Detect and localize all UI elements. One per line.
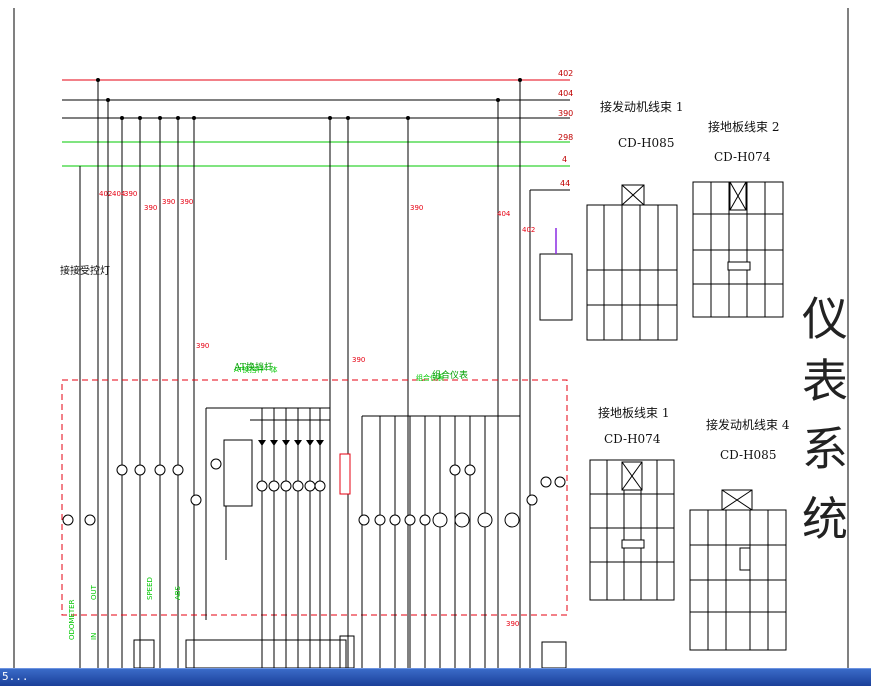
bus-label-404: 404 — [558, 89, 573, 98]
vertical-title-char-4: 统 — [802, 492, 848, 546]
svg-text:390: 390 — [180, 198, 193, 206]
connector-code-1: CD-H085 — [618, 136, 675, 150]
svg-text:组合仪表: 组合仪表 — [416, 373, 444, 382]
bus-label-402: 402 — [558, 69, 573, 78]
connector-code-4: CD-H085 — [720, 448, 777, 462]
bus-label-44: 44 — [560, 179, 570, 188]
wiring-diagram: 402 404 390 298 4 44 — [13, 8, 849, 668]
bus-label-4: 4 — [562, 155, 567, 164]
svg-text:390: 390 — [196, 342, 209, 350]
instrument-cluster-box — [61, 379, 568, 616]
svg-text:390: 390 — [410, 204, 423, 212]
svg-text:390: 390 — [124, 190, 137, 198]
svg-text:402: 402 — [99, 190, 112, 198]
svg-text:IN: IN — [90, 633, 98, 640]
svg-text:402: 402 — [522, 226, 535, 234]
svg-text:390: 390 — [352, 356, 365, 364]
bus-label-390: 390 — [558, 109, 573, 118]
bus-lines — [62, 79, 570, 191]
box-label-at: AT换挡杆 — [234, 363, 274, 373]
svg-text:404: 404 — [112, 190, 126, 198]
vertical-title-char-2: 表 — [802, 354, 848, 408]
box-label-right: 组合仪表 — [432, 371, 469, 381]
connector-title-1: 接发动机线束 1 — [600, 100, 684, 114]
svg-text:ABS: ABS — [174, 586, 182, 600]
connector-code-2: CD-H074 — [714, 150, 771, 164]
taskbar-text: 5... — [2, 670, 29, 683]
connector-title-4: 接发动机线束 4 — [706, 418, 790, 432]
svg-text:390: 390 — [144, 204, 157, 212]
bus-label-298: 298 — [558, 133, 573, 142]
left-note: 接接受控灯 — [60, 266, 110, 277]
svg-text:390: 390 — [162, 198, 175, 206]
svg-text:SPEED: SPEED — [146, 577, 154, 600]
svg-text:404: 404 — [497, 210, 511, 218]
connector-title-3: 接地板线束 1 — [598, 406, 670, 420]
svg-text:390: 390 — [506, 620, 519, 628]
svg-text:AT换挡杆一体: AT换挡杆一体 — [234, 365, 278, 374]
vertical-title-char-1: 仪 — [802, 292, 848, 346]
taskbar[interactable]: 5... — [0, 668, 871, 686]
connector-code-3: CD-H074 — [604, 432, 661, 446]
connector-title-2: 接地板线束 2 — [708, 120, 780, 134]
svg-text:ODOMETER: ODOMETER — [68, 599, 76, 640]
vertical-wires — [79, 80, 531, 668]
vertical-title-char-3: 系 — [802, 422, 848, 476]
svg-text:OUT: OUT — [90, 584, 98, 600]
